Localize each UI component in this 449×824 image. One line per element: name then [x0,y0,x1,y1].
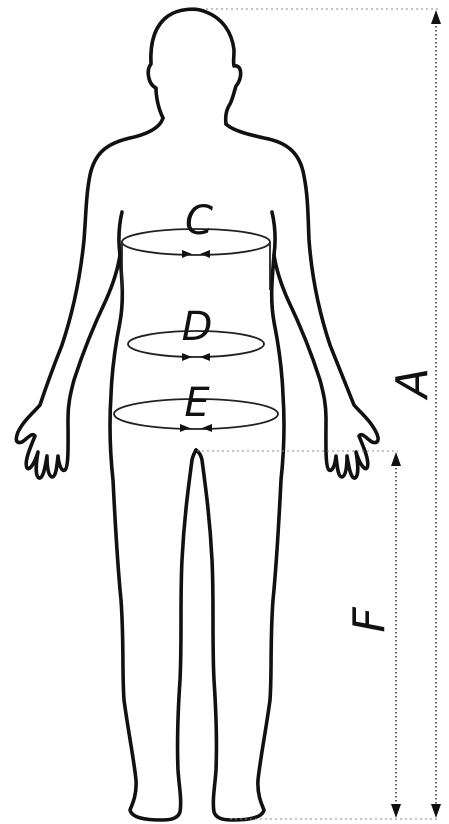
label-f: F [344,607,395,633]
right-inner-arm-line [272,212,275,255]
dimension-arrows [391,10,441,818]
body-left-outline [16,118,196,820]
body-right-outline [196,124,378,820]
inseam-arrow-top [391,452,401,466]
label-d: D [182,304,213,350]
label-c: C [185,198,213,244]
label-e: E [184,380,210,426]
inseam-arrow-bottom [391,804,401,818]
head-outline [148,9,240,124]
height-arrow-bottom [431,804,441,818]
height-arrow-top [431,10,441,24]
label-a: A [387,368,438,401]
